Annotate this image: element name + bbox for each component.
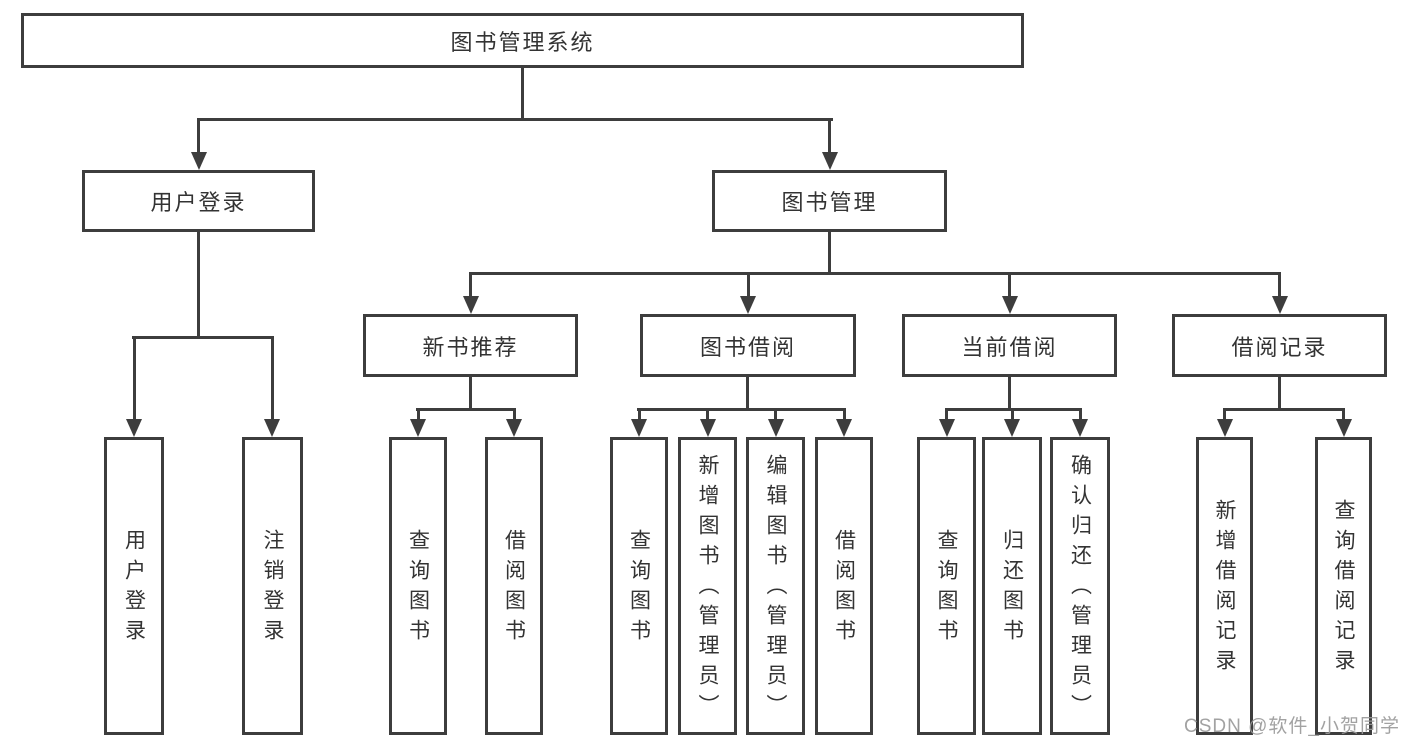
arrow-down-icon [506,419,522,437]
arrow-down-icon [1004,419,1020,437]
connector-line [469,272,1281,275]
arrow-down-icon [264,419,280,437]
connector-line [469,272,472,298]
connector-line [1223,408,1345,411]
leaf-borrow-book-recommend: 借阅图书 [485,437,543,735]
connector-line [1278,272,1281,298]
arrow-down-icon [938,419,955,437]
connector-line [637,408,641,421]
node-user-login: 用户登录 [82,170,315,232]
connector-line [197,118,833,121]
connector-line [1010,408,1014,421]
arrow-down-icon [190,152,207,170]
connector-line [197,231,200,338]
arrow-down-icon [1216,419,1233,437]
connector-line [197,118,200,154]
leaf-query-book-current: 查询图书 [917,437,976,735]
arrow-down-icon [1001,296,1018,314]
node-current-borrowing: 当前借阅 [902,314,1117,377]
leaf-logout: 注销登录 [242,437,303,735]
arrow-down-icon [767,419,784,437]
arrow-down-icon [740,296,756,314]
connector-line [132,336,274,339]
arrow-down-icon [1072,419,1088,437]
connector-line [746,375,749,410]
connector-line [828,118,831,154]
leaf-edit-book-admin: 编辑图书（管理员） [746,437,805,735]
arrow-down-icon [699,419,716,437]
connector-line [842,408,846,421]
node-book-management: 图书管理 [712,170,947,232]
node-book-borrowing: 图书借阅 [640,314,856,377]
connector-line [637,408,846,411]
connector-line [828,231,831,274]
connector-line [270,336,274,421]
connector-line [512,408,516,421]
arrow-down-icon [631,419,647,437]
connector-line [1278,375,1281,410]
leaf-confirm-return-admin: 确认归还（管理员） [1050,437,1110,735]
connector-line [1223,408,1226,421]
connector-line [774,408,777,421]
connector-line [416,408,420,421]
connector-line [746,272,750,298]
connector-line [945,408,1082,411]
connector-line [1342,408,1345,421]
arrow-down-icon [1271,296,1288,314]
connector-line [1078,408,1082,421]
connector-line [945,408,948,421]
leaf-add-book-admin: 新增图书（管理员） [678,437,737,735]
connector-line [706,408,709,421]
node-borrowing-records: 借阅记录 [1172,314,1387,377]
arrow-down-icon [821,152,838,170]
leaf-borrow-book-borrowing: 借阅图书 [815,437,873,735]
arrow-down-icon [1335,419,1352,437]
leaf-user-login: 用户登录 [104,437,164,735]
connector-line [132,336,136,421]
connector-line [416,408,516,411]
leaf-query-book-recommend: 查询图书 [389,437,447,735]
connector-line [521,68,524,120]
leaf-query-borrow-record: 查询借阅记录 [1315,437,1372,735]
node-new-book-recommend: 新书推荐 [363,314,578,377]
csdn-watermark: CSDN @软件_小贺同学 [1184,716,1400,737]
arrow-down-icon [126,419,142,437]
arrow-down-icon [410,419,426,437]
connector-line [1008,375,1011,410]
arrow-down-icon [462,296,479,314]
leaf-query-book-borrowing: 查询图书 [610,437,668,735]
connector-line [469,375,472,410]
leaf-add-borrow-record: 新增借阅记录 [1196,437,1253,735]
leaf-return-book: 归还图书 [982,437,1042,735]
node-library-management-system: 图书管理系统 [21,13,1024,68]
arrow-down-icon [836,419,852,437]
connector-line [1008,272,1011,298]
